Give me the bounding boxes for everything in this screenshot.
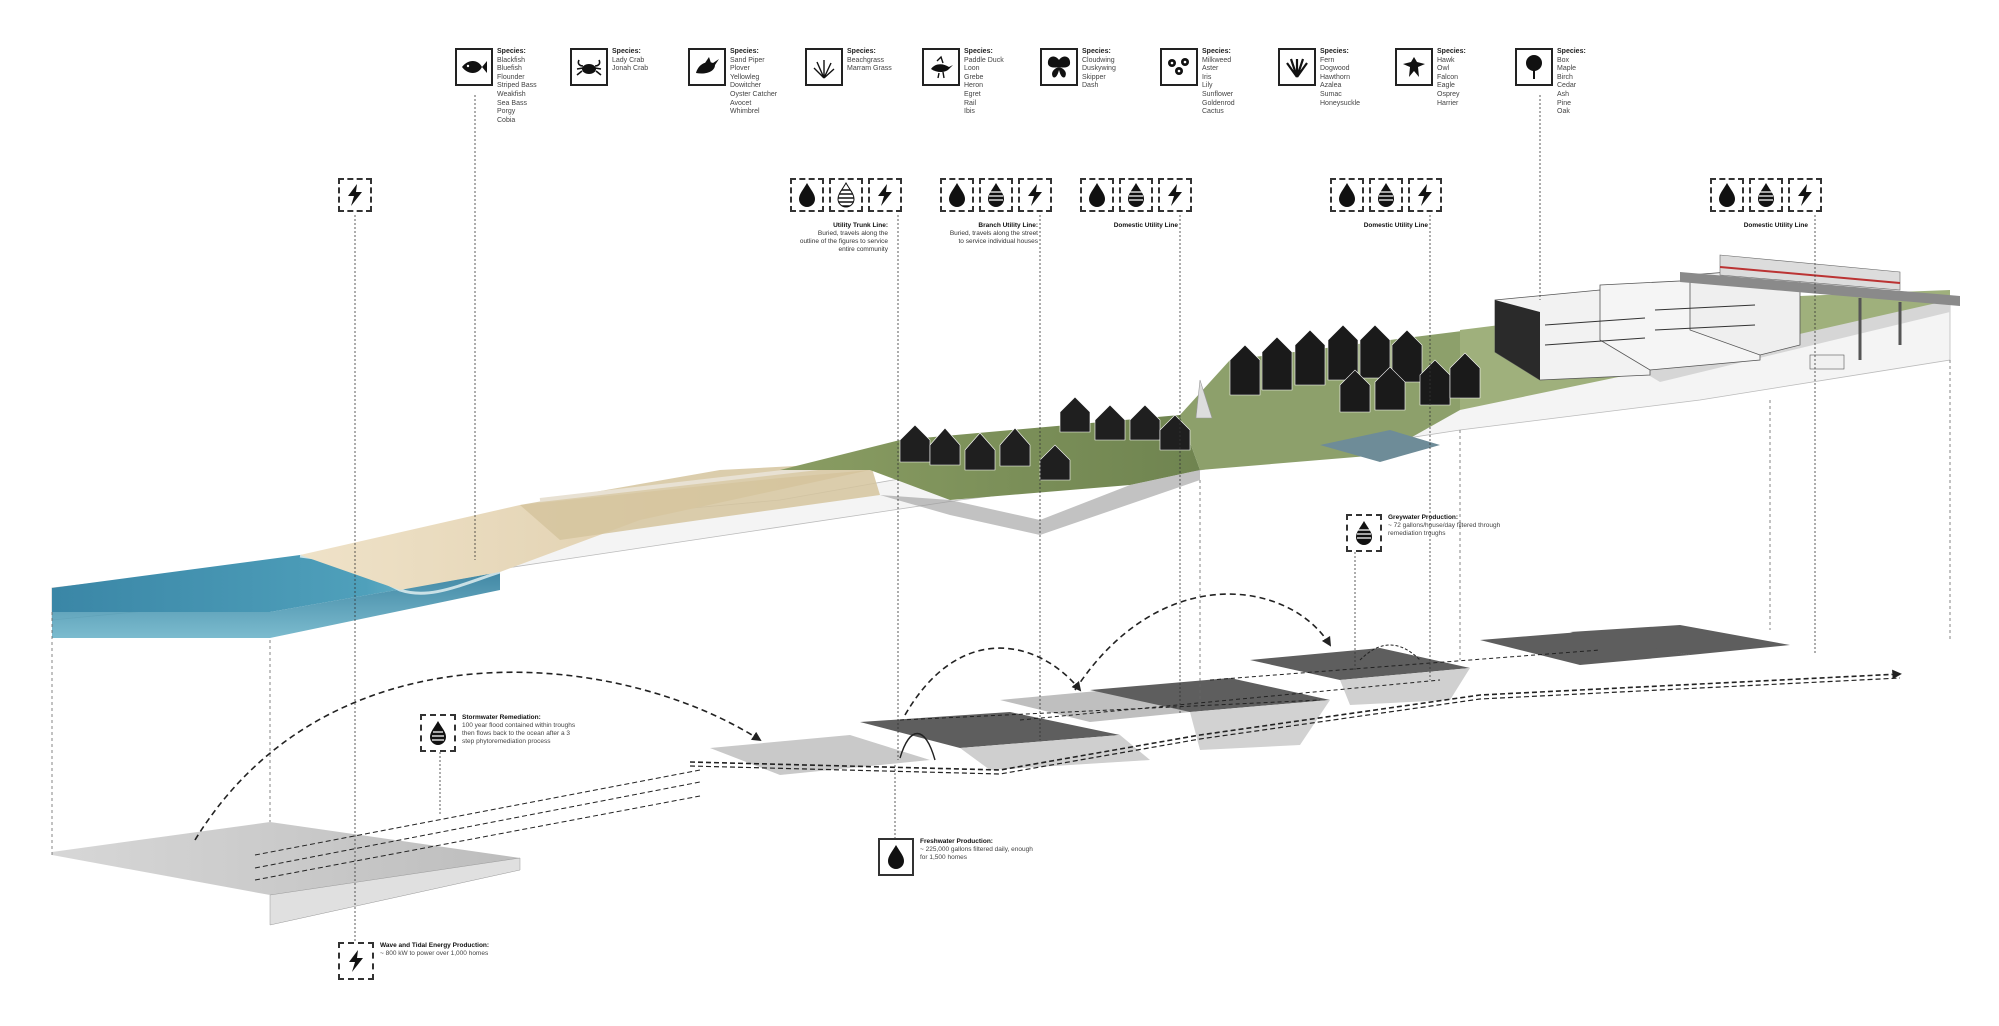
water-drop-icon	[1330, 178, 1364, 212]
flow-arc-2	[904, 647, 1082, 716]
flow-arc-1	[194, 671, 762, 841]
water-drop-icon	[878, 838, 914, 876]
ocean-basin-slab	[52, 822, 520, 895]
greywater-drop-icon	[1369, 178, 1403, 212]
utility-group-5	[1710, 178, 1822, 212]
hawk-icon	[1395, 48, 1433, 86]
heron-icon	[922, 48, 960, 86]
utility-trunk-line-2	[689, 677, 1901, 775]
trough-3	[960, 735, 1150, 770]
freshwater-note: Freshwater Production:~ 225,000 gallons …	[878, 838, 1040, 876]
trough-9	[1480, 632, 1690, 665]
stormwater-drop-icon	[420, 714, 456, 752]
utility-group-1	[790, 178, 902, 212]
greywater-drop-icon	[1119, 178, 1153, 212]
utility-line-label-3: Domestic Utility Line	[1113, 222, 1178, 229]
utility-group-3	[1080, 178, 1192, 212]
lightning-icon	[1158, 178, 1192, 212]
trough-2	[860, 712, 1120, 748]
energy-marker-top	[338, 178, 372, 212]
grass-icon	[805, 48, 843, 86]
flow-arc-4	[899, 732, 936, 761]
trough-10	[1570, 625, 1790, 655]
wetland-pond	[1320, 430, 1440, 462]
species-label: Species:	[497, 48, 526, 55]
utility-line-label-4: Domestic Utility Line	[1363, 222, 1428, 229]
greywater-drop-icon	[1346, 514, 1382, 552]
fish-icon	[455, 48, 493, 86]
water-drop-icon	[1710, 178, 1744, 212]
trough-8	[1340, 668, 1470, 705]
butterfly-icon	[1040, 48, 1078, 86]
lightning-icon	[1018, 178, 1052, 212]
elevated-train	[1680, 254, 1960, 360]
lightning-icon	[1788, 178, 1822, 212]
utility-group-4	[1330, 178, 1442, 212]
sailboat	[1195, 379, 1213, 419]
utility-line-label-2: Branch Utility Line:Buried, travels alon…	[949, 222, 1038, 245]
dune-grass	[520, 462, 880, 540]
ocean-return-lines	[254, 769, 701, 881]
leader-lines	[354, 95, 1816, 950]
greywater-drop-icon	[1749, 178, 1783, 212]
branch-line-3	[1209, 649, 1601, 681]
shrub-icon	[1278, 48, 1316, 86]
flow-arc-5	[1359, 644, 1421, 661]
lightning-icon	[868, 178, 902, 212]
ocean-basin-hatch	[269, 857, 521, 926]
flower-icon	[1160, 48, 1198, 86]
greywater-note: Greywater Production:~ 72 gallons/house/…	[1346, 514, 1508, 552]
crab-icon	[570, 48, 608, 86]
lightning-icon	[338, 942, 374, 980]
utility-trunk-line	[689, 669, 1902, 771]
utility-line-label-5: Domestic Utility Line	[1743, 222, 1808, 229]
water-drop-icon	[940, 178, 974, 212]
marsh-side	[880, 470, 1200, 535]
flow-arc-3	[1074, 593, 1332, 691]
branch-line-2	[1019, 679, 1441, 721]
water-drop-icon	[1080, 178, 1114, 212]
stormwater-note: Stormwater Remediation:100 year flood co…	[420, 714, 582, 752]
lightning-icon	[1408, 178, 1442, 212]
ocean-body	[52, 572, 500, 638]
water-drop-icon	[790, 178, 824, 212]
energy-note: Wave and Tidal Energy Production:~ 800 k…	[338, 942, 520, 980]
tree-icon	[1515, 48, 1553, 86]
utility-line-label-1: Utility Trunk Line:Buried, travels along…	[799, 222, 888, 253]
greywater-drop-icon	[979, 178, 1013, 212]
lightning-icon	[338, 178, 372, 212]
houses-cluster-1	[899, 396, 1191, 481]
trough-6	[1190, 700, 1330, 750]
utility-group-2	[940, 178, 1052, 212]
branch-line-1	[899, 699, 1321, 721]
section-guides	[51, 360, 1951, 855]
trough-5	[1090, 678, 1330, 712]
houses-cluster-2	[1229, 324, 1481, 413]
trough-1	[710, 735, 930, 775]
shorebird-icon	[688, 48, 726, 86]
greywater-drop-icon	[829, 178, 863, 212]
